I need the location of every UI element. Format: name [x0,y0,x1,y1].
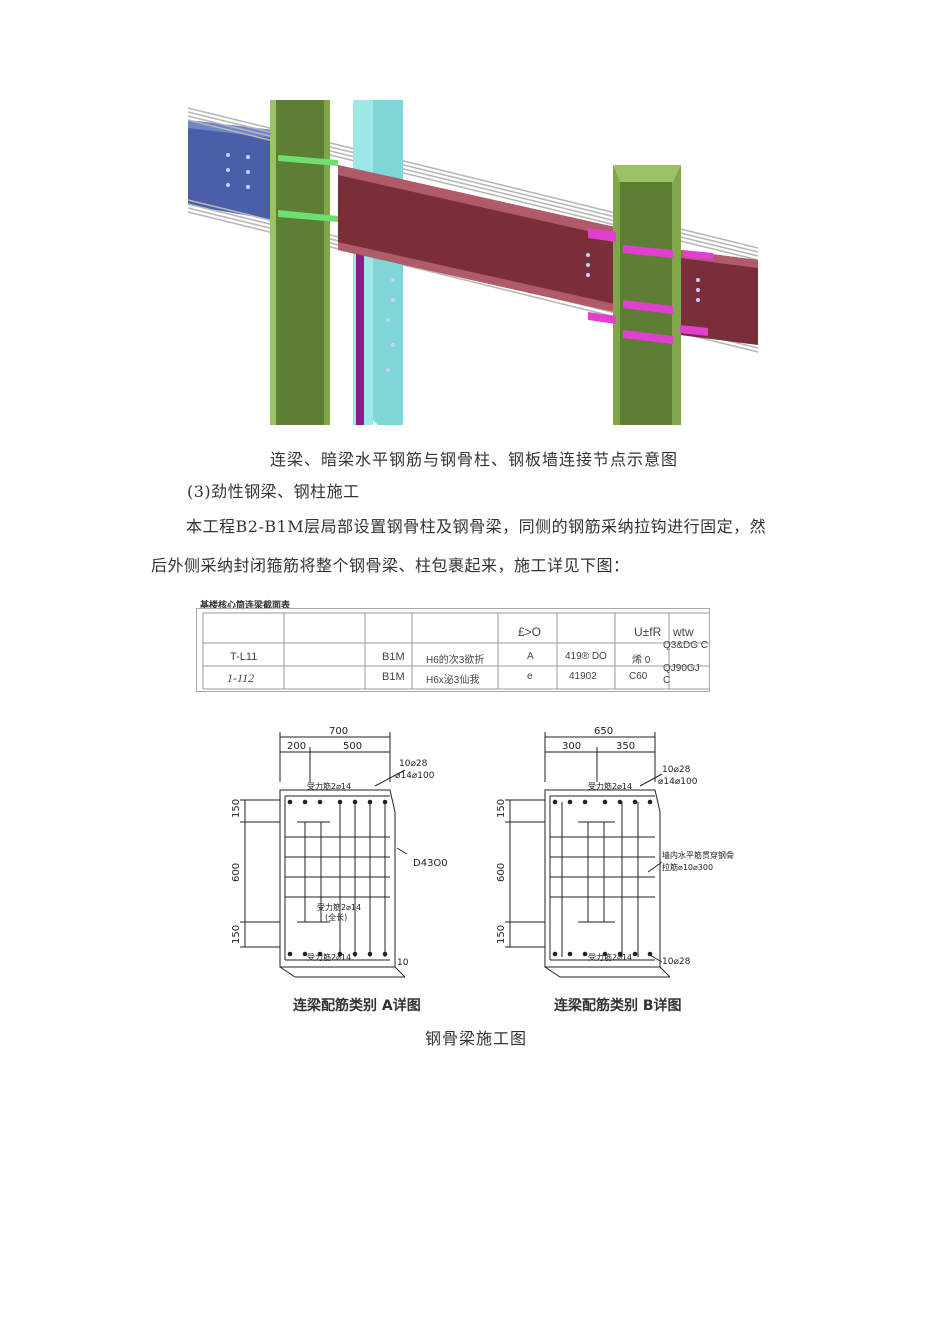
label-mid-a: 受力筋2⌀14 [317,902,361,912]
stirrup-a: ⌀14⌀100 [395,771,435,781]
label-mid2-a: (全长) [325,912,347,922]
table-cell: H6x泌3仙我 [426,675,480,686]
dim-total-b: 650 [594,726,613,737]
table-cell: T-L11 [230,651,258,663]
table-cell: B1M [382,671,405,683]
header-cell: U±fR [634,625,662,639]
dim-left-a: 200 [287,741,306,752]
dim-mid-b: 600 [496,863,507,882]
side-note1-b: 墙内水平筋贯穿钢骨 [662,850,734,860]
table-cell: Q3&DG C [663,640,709,651]
dim-bot-b: 150 [496,925,507,944]
rebar-top-a: 10⌀28 [399,759,428,769]
side-note-a: D43O0 [413,858,448,869]
table-cell: 419® DO [565,651,607,662]
table-cell: 41902 [569,671,597,682]
rebar-top-b: 10⌀28 [662,765,691,775]
dim-right-b: 350 [616,741,635,752]
stirrup-b: ⌀14⌀100 [658,777,698,787]
connection-plates [588,228,713,344]
table-cell: e [527,671,533,682]
paragraph-line1: 本工程B2-B1M层局部设置钢骨柱及钢骨梁，同侧的钢筋采纳拉钩进行固定，然 [186,517,767,536]
dim-left-b: 300 [562,741,581,752]
table-cell: A [527,651,534,662]
detail-a-title: 连梁配筋类别 A详图 [293,997,421,1014]
figure2-caption: 钢骨梁施工图 [425,1029,528,1048]
side-note2-b: 拉筋⌀10⌀300 [662,862,713,872]
table-cell: QJ90GJ C [663,663,700,686]
section-heading: (3)劲性钢梁、钢柱施工 [187,482,360,501]
rebar-bot-b: 10⌀28 [662,957,691,967]
detail-a-drawing: 700 200 500 150 600 150 10⌀28 ⌀14⌀100 受力… [231,726,448,1014]
table-title: 基楼核心筒连梁截面表 [200,601,291,611]
label-bot-b: 受力筋2⌀14 [588,952,632,962]
paragraph-line2: 后外侧采纳封闭箍筋将整个钢骨梁、柱包裹起来，施工详见下图： [151,556,630,575]
label-top-b: 受力筋2⌀14 [588,781,632,791]
label-top-a: 受力筋2⌀14 [307,781,351,791]
bottom-mark-a: 10 [397,958,409,968]
dim-bot-a: 150 [231,925,242,944]
dim-mid-a: 600 [231,863,242,882]
dim-top-b: 150 [496,799,507,818]
dim-total-a: 700 [329,726,348,737]
dim-right-a: 500 [343,741,362,752]
detail-b-drawing: 650 300 350 150 600 150 10⌀28 ⌀14⌀100 受力… [496,726,734,1014]
table-cell: 1-112 [227,671,255,685]
table-cell: 烯 0 [632,655,651,666]
table-cell: B1M [382,651,405,663]
figure1-caption: 连梁、暗梁水平钢筋与钢骨柱、钢板墙连接节点示意图 [270,450,679,469]
bolts [226,153,700,372]
red-steel-beam [338,165,628,315]
steel-connection-render [187,100,759,425]
connecting-beam-table: £>O U±fR wtw T-L11 B1M H6的次3欲折 A 419® DO… [196,608,710,692]
header-cell: £>O [518,625,542,639]
table-cell: C60 [629,671,648,682]
table-cell: H6的次3欲折 [426,655,485,666]
detail-b-title: 连梁配筋类别 B详图 [554,997,682,1014]
dim-top-a: 150 [231,799,242,818]
label-bot-a: 受力筋2⌀14 [307,952,351,962]
blue-steel-beam [188,120,273,220]
header-cell: wtw [673,625,694,639]
